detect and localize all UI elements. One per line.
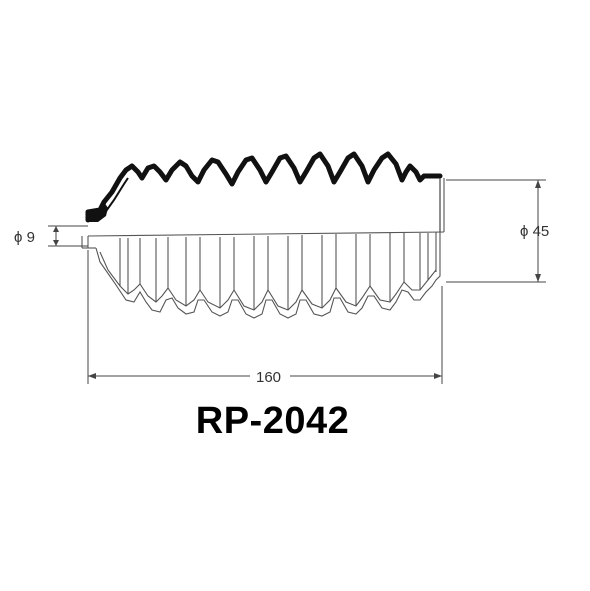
dimension-large-diameter-label: ϕ 45: [520, 223, 549, 240]
part-number: RP-2042: [195, 400, 350, 442]
dimension-length: [87, 250, 443, 384]
dimension-small-diameter: [48, 225, 88, 247]
boot-outer-profile: [85, 151, 443, 223]
dimension-small-diameter-label: ϕ 9: [14, 229, 35, 246]
boot-section-view: [81, 231, 445, 319]
boot-large-end: [439, 178, 445, 232]
dimension-length-label: 160: [256, 369, 281, 386]
dimension-large-diameter: [446, 179, 546, 283]
